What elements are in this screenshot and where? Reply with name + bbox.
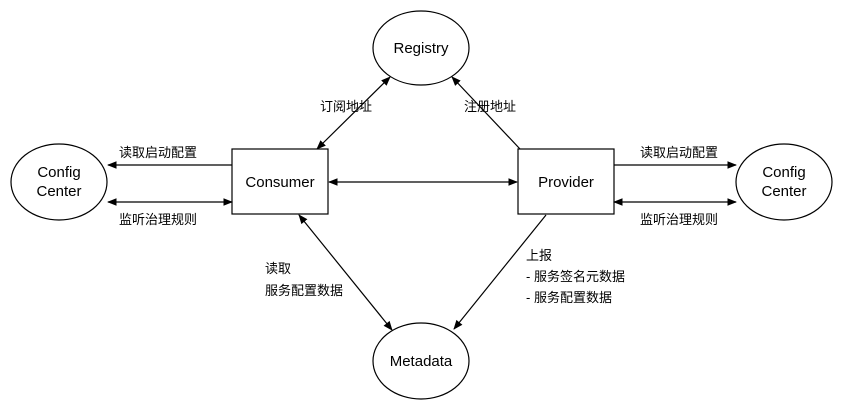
label-report-line2: - 服务签名元数据 [526,269,625,284]
label-watch-rules-right: 监听治理规则 [640,212,718,227]
edge-provider-metadata [453,214,547,330]
config-center-right-node: Config Center [735,143,833,221]
registry-node: Registry [372,10,470,86]
config-center-left-node: Config Center [10,143,108,221]
config-center-left-label-line2: Center [36,183,81,200]
edge-consumer-metadata [298,214,393,331]
label-read-metadata-line2: 服务配置数据 [265,283,343,298]
config-center-right-label-line1: Config [762,164,805,181]
registry-label: Registry [393,40,449,57]
edge-consumer-registry [316,76,391,150]
config-center-left-label-line1: Config [37,164,80,181]
label-report-line3: - 服务配置数据 [526,290,612,305]
label-report-line1: 上报 [526,248,552,263]
label-watch-rules-left: 监听治理规则 [119,212,197,227]
edge-provider-registry [451,76,521,150]
label-subscribe-address: 订阅地址 [320,99,372,114]
label-register-address: 注册地址 [464,99,516,114]
label-read-boot-config-left: 读取启动配置 [119,145,197,160]
metadata-node: Metadata [372,322,470,400]
label-read-metadata-line1: 读取 [265,261,291,276]
metadata-label: Metadata [390,353,453,370]
label-read-boot-config-right: 读取启动配置 [640,145,718,160]
config-center-right-label-line2: Center [761,183,806,200]
consumer-label: Consumer [245,174,314,191]
consumer-node: Consumer [231,148,329,215]
provider-node: Provider [517,148,615,215]
provider-label: Provider [538,174,594,191]
